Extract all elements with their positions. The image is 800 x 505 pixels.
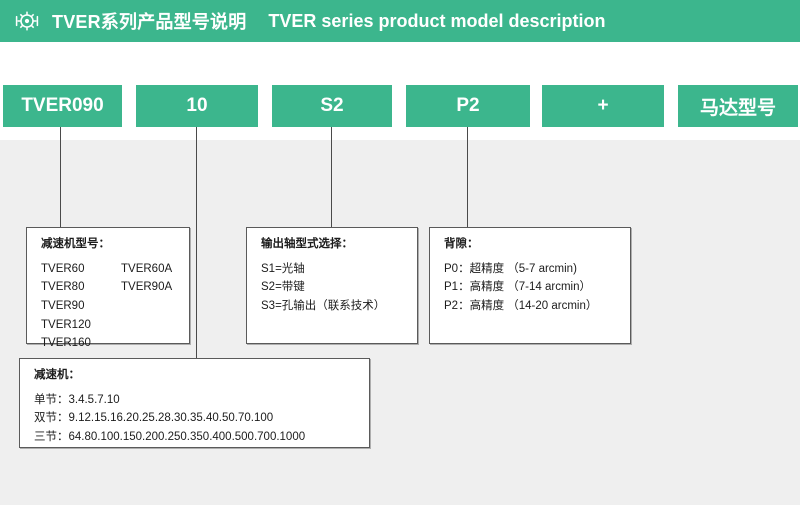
page-header: TVER系列产品型号说明 TVER series product model d… — [0, 0, 800, 42]
detail-box-output-shaft: 输出轴型式选择： S1=光轴 S2=带键 S3=孔输出（联系技术） — [246, 227, 418, 344]
gearbox-model-value: TVER90 — [41, 300, 85, 313]
detail-row: P2：高精度 （14-20 arcmin） — [444, 300, 598, 313]
detail-box-backlash: 背隙： P0：超精度 （5-7 arcmin) P1：高精度 （7-14 arc… — [429, 227, 631, 344]
header-title-chinese: TVER系列产品型号说明 — [52, 12, 247, 32]
detail-row: S2=带键 — [261, 281, 305, 294]
connector-line-gearbox-model — [60, 127, 61, 227]
connector-line-backlash — [467, 127, 468, 227]
gearbox-model-value: TVER160 — [41, 337, 91, 350]
detail-row: P1：高精度 （7-14 arcmin） — [444, 281, 591, 294]
detail-title-backlash: 背隙： — [444, 238, 479, 250]
connector-line-output-shaft — [331, 127, 332, 227]
model-code-row: TVER090 10 S2 P2 + 马达型号 — [0, 85, 800, 127]
code-segment-backlash[interactable]: P2 — [406, 85, 530, 127]
detail-row: S3=孔输出（联系技术） — [261, 300, 386, 313]
detail-row: P0：超精度 （5-7 arcmin) — [444, 262, 577, 275]
detail-row: 双节：9.12.15.16.20.25.28.30.35.40.50.70.10… — [34, 412, 274, 425]
gearbox-model-value: TVER120 — [41, 318, 91, 331]
detail-title-output-shaft: 输出轴型式选择： — [261, 238, 353, 250]
header-title-english: TVER series product model description — [268, 10, 606, 31]
code-segment-ratio[interactable]: 10 — [136, 85, 258, 127]
detail-box-gearbox-model: 减速机型号： TVER60 TVER60A TVER80 TVER90A TVER9… — [26, 227, 190, 349]
code-segment-motor-model[interactable]: 马达型号 — [678, 85, 798, 127]
detail-title-ratio: 减速机： — [34, 369, 80, 381]
detail-title-gearbox-model: 减速机型号： — [41, 238, 110, 250]
detail-row: TVER80 TVER90A — [41, 278, 189, 297]
detail-box-ratio: 减速机： 单节：3.4.5.7.10 双节：9.12.15.16.20.25.2… — [19, 358, 370, 448]
gearbox-model-value: TVER80 — [41, 281, 85, 294]
detail-row: TVER120 — [41, 316, 189, 335]
gearbox-model-value: TVER90A — [121, 281, 173, 294]
code-segment-output-shaft[interactable]: S2 — [272, 85, 392, 127]
code-segment-plus[interactable]: + — [542, 85, 664, 127]
detail-row: 三节：64.80.100.150.200.250.350.400.500.700… — [34, 431, 306, 444]
gear-icon — [15, 11, 39, 31]
connector-line-ratio — [196, 127, 197, 358]
detail-row: 单节：3.4.5.7.10 — [34, 393, 120, 406]
detail-row: TVER90 — [41, 297, 189, 316]
gearbox-model-value: TVER60 — [41, 262, 85, 275]
code-segment-gearbox-model[interactable]: TVER090 — [3, 85, 122, 127]
detail-row: TVER60 TVER60A — [41, 260, 189, 279]
detail-row: TVER160 — [41, 334, 189, 353]
gearbox-model-value: TVER60A — [121, 262, 173, 275]
detail-row: S1=光轴 — [261, 262, 305, 275]
